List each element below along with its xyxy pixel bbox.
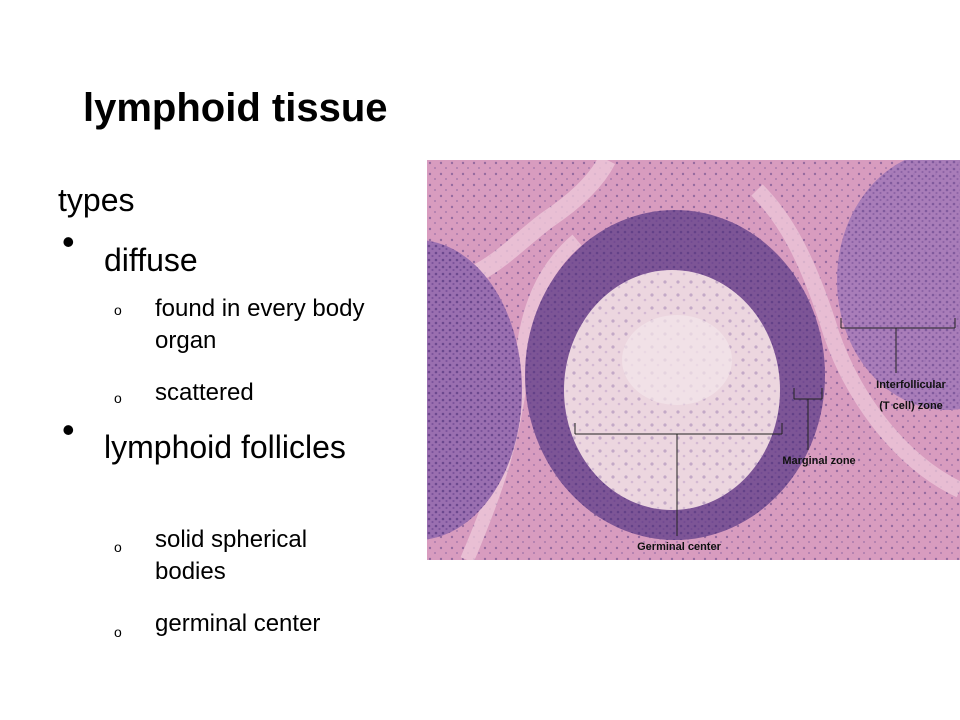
lymphoid-follicle-micrograph: Interfollicular (T cell) zone Marginal z… <box>427 160 960 560</box>
subitem-scattered: scattered <box>155 379 254 406</box>
subitem-germinal-center: germinal center <box>155 610 321 637</box>
subitem-solid-spherical-bodies: solid spherical bodies <box>155 526 308 585</box>
sub-bullet-icon: o <box>114 390 122 406</box>
bullet-diffuse: diffuse <box>104 242 198 278</box>
connective-strand <box>460 234 582 560</box>
subitem-found-in-every-body-organ: found in every body organ <box>155 295 365 354</box>
bullet-icon: • <box>62 221 75 262</box>
sub-bullet-icon: o <box>114 539 122 555</box>
connective-strand <box>751 184 960 498</box>
slide-title: lymphoid tissue <box>83 86 388 130</box>
label-t-cell-zone: (T cell) zone <box>879 400 943 412</box>
bullet-lymphoid-follicles: lymphoid follicles <box>104 429 346 465</box>
label-interfollicular: Interfollicular <box>876 379 946 391</box>
interfollicular-bracket <box>840 318 956 373</box>
sub-bullet-icon: o <box>114 302 122 318</box>
marginal-zone-bracket <box>793 388 823 450</box>
label-marginal-zone: Marginal zone <box>782 455 855 467</box>
bullet-icon: • <box>62 409 75 450</box>
sub-bullet-icon: o <box>114 624 122 640</box>
label-germinal-center: Germinal center <box>637 541 721 553</box>
germinal-center-bracket <box>574 423 783 536</box>
types-heading: types <box>58 182 135 218</box>
